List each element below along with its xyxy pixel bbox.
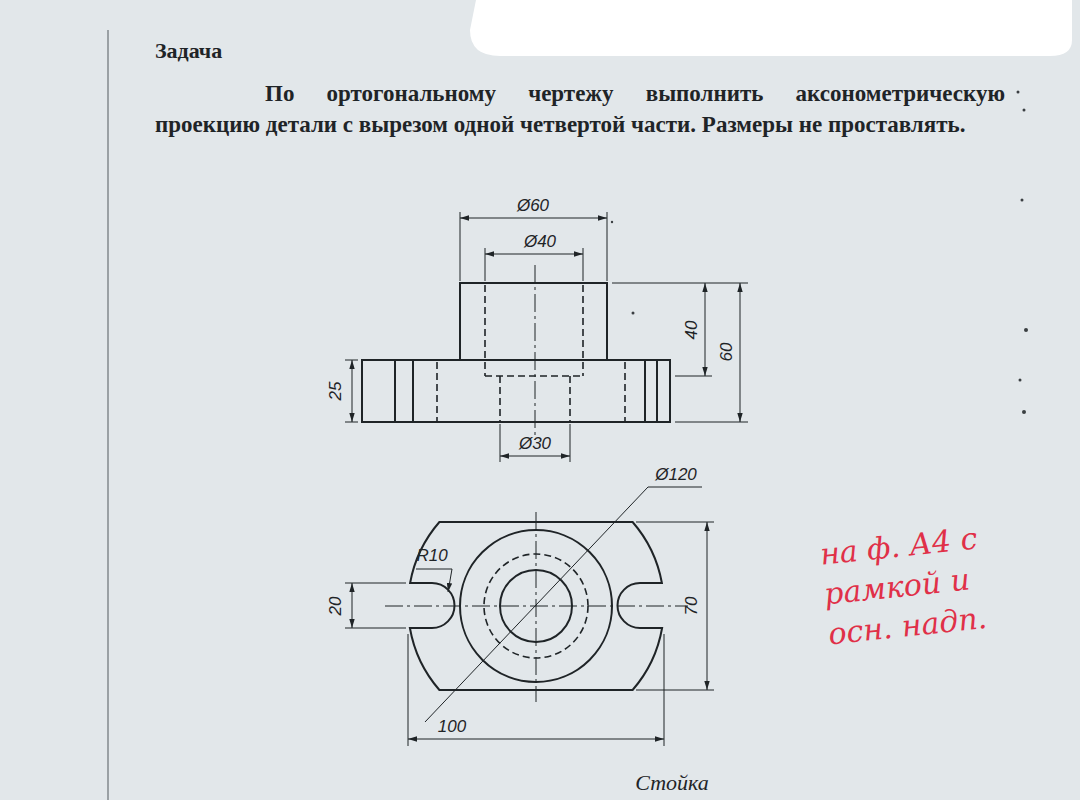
dimension-text: 70 xyxy=(683,597,701,616)
dimension-text: R10 xyxy=(416,547,447,565)
task-text: По ортогональному чертежу выполнить аксо… xyxy=(155,78,1005,140)
dimension-text: 40 xyxy=(683,321,701,340)
dimension-text: 100 xyxy=(438,718,466,736)
part-name: Стойка xyxy=(635,770,709,796)
dimension-text: 60 xyxy=(718,343,736,362)
dimension-text: 25 xyxy=(327,382,345,401)
dimension-text: Ø30 xyxy=(519,435,551,453)
task-heading: Задача xyxy=(155,38,222,64)
front-view xyxy=(345,212,748,462)
dimension-text: 20 xyxy=(327,597,345,616)
dimension-text: Ø40 xyxy=(524,233,556,251)
top-view xyxy=(345,487,714,746)
dimension-text: Ø120 xyxy=(655,466,697,484)
handwritten-note: на ф. А4 с рамкой и осн. надп. xyxy=(818,514,1029,654)
cover-patch xyxy=(470,0,1072,56)
sheet-edge xyxy=(107,30,109,800)
speck-marks xyxy=(611,91,1028,415)
dimension-text: Ø60 xyxy=(517,197,549,215)
